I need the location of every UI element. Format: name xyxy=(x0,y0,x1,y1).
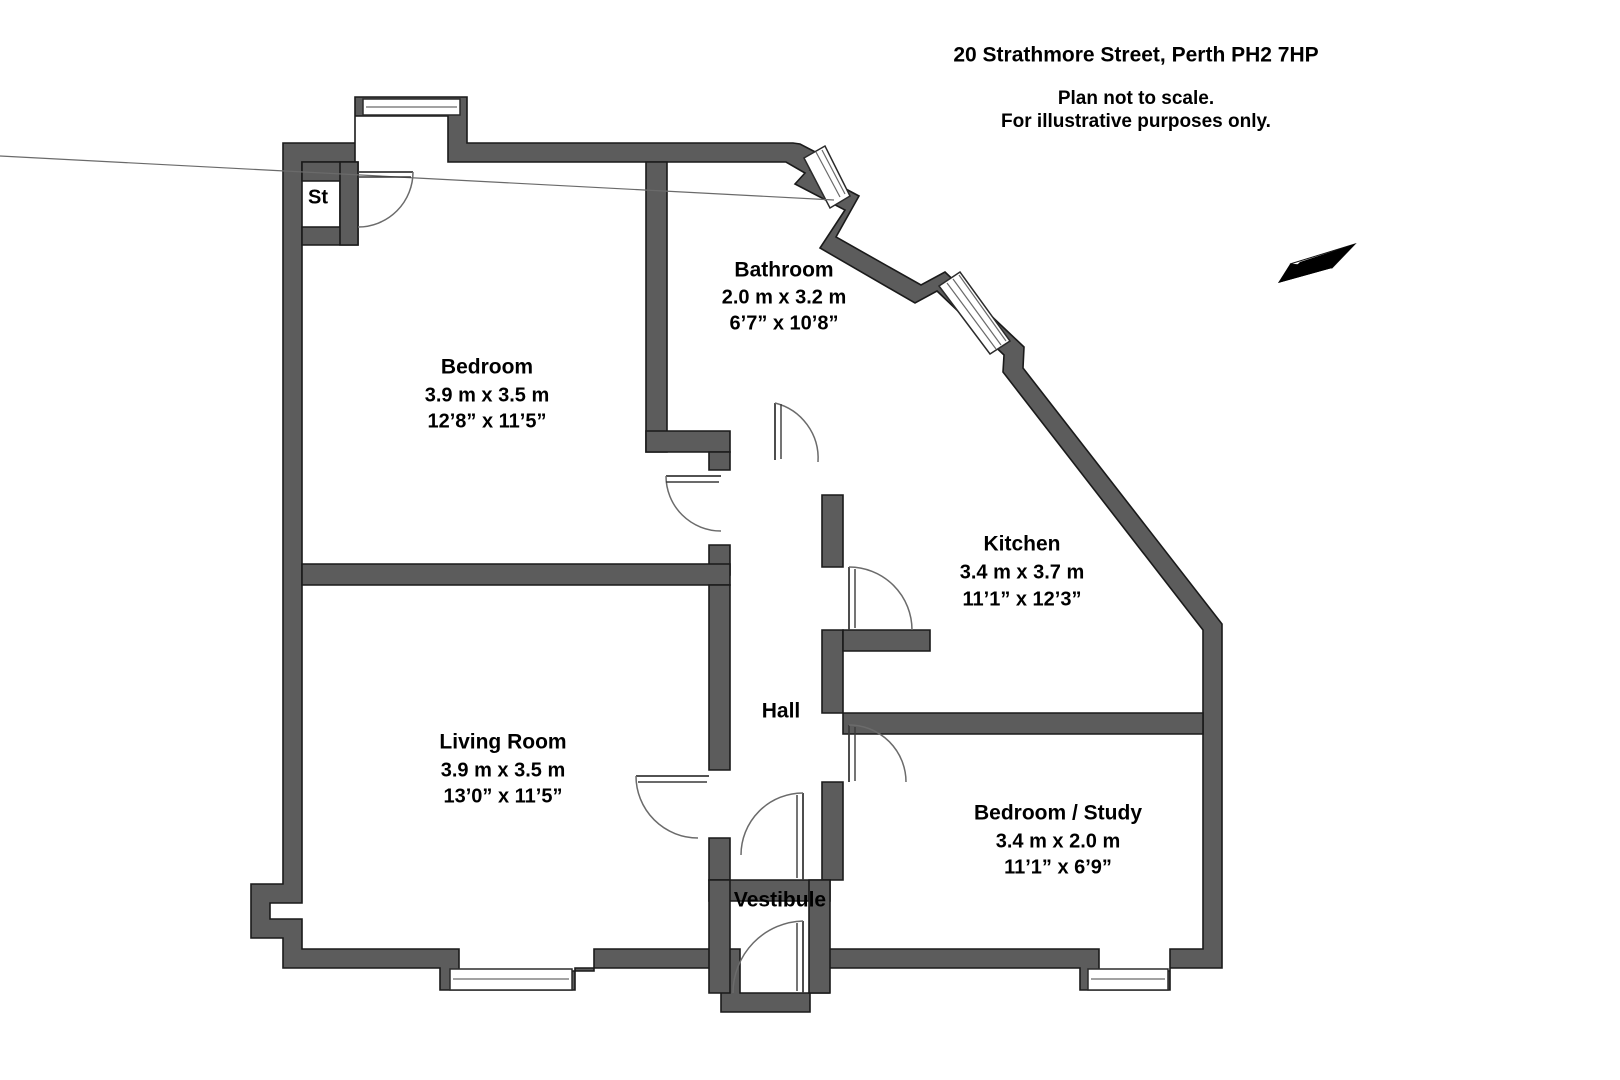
scale-note-line-2: For illustrative purposes only. xyxy=(1001,111,1271,132)
windows xyxy=(0,98,1169,991)
room-label-living-room: Living Room 3.9 m x 3.5 m 13’0” x 11’5” xyxy=(439,731,566,808)
north-arrow-icon xyxy=(1278,242,1357,283)
bathroom-imperial: 6’7” x 10’8” xyxy=(730,312,839,334)
door-bedroom xyxy=(665,475,722,532)
hall-name: Hall xyxy=(762,700,801,723)
door-bathroom xyxy=(774,402,819,463)
window-bathroom-angled xyxy=(0,144,851,210)
door-vestibule-inner xyxy=(740,792,804,880)
room-label-bedroom: Bedroom 3.9 m x 3.5 m 12’8” x 11’5” xyxy=(425,356,550,433)
title-block: 20 Strathmore Street, Perth PH2 7HP Plan… xyxy=(953,44,1318,132)
window-living-room-south xyxy=(449,968,573,991)
kitchen-metric: 3.4 m x 3.7 m xyxy=(960,561,1085,583)
bedroom-study-metric: 3.4 m x 2.0 m xyxy=(996,830,1121,852)
room-label-bedroom-study: Bedroom / Study 3.4 m x 2.0 m 11’1” x 6’… xyxy=(974,802,1142,879)
store-name: St xyxy=(308,186,328,208)
bedroom-imperial: 12’8” x 11’5” xyxy=(428,410,547,432)
window-bedroom-north xyxy=(362,98,461,116)
room-label-kitchen: Kitchen 3.4 m x 3.7 m 11’1” x 12’3” xyxy=(960,533,1085,611)
living-room-imperial: 13’0” x 11’5” xyxy=(444,785,563,807)
kitchen-name: Kitchen xyxy=(983,533,1060,556)
bathroom-metric: 2.0 m x 3.2 m xyxy=(722,286,847,308)
room-label-bathroom: Bathroom 2.0 m x 3.2 m 6’7” x 10’8” xyxy=(722,259,847,335)
vestibule-name: Vestibule xyxy=(734,889,826,912)
window-kitchen-angled xyxy=(937,270,1012,356)
door-kitchen xyxy=(848,566,913,631)
bedroom-study-imperial: 11’1” x 6’9” xyxy=(1004,856,1112,878)
bedroom-name: Bedroom xyxy=(441,356,533,379)
living-room-name: Living Room xyxy=(439,731,566,754)
door-living-room xyxy=(635,775,709,839)
door-store xyxy=(357,171,414,228)
doors xyxy=(357,171,913,994)
bedroom-study-name: Bedroom / Study xyxy=(974,802,1142,825)
bedroom-metric: 3.9 m x 3.5 m xyxy=(425,384,550,406)
living-room-metric: 3.9 m x 3.5 m xyxy=(441,759,566,781)
room-label-hall: Hall xyxy=(762,700,801,723)
room-label-store: St xyxy=(308,186,328,208)
kitchen-imperial: 11’1” x 12’3” xyxy=(963,588,1082,610)
room-label-vestibule: Vestibule xyxy=(734,889,826,912)
room-labels: St Bedroom 3.9 m x 3.5 m 12’8” x 11’5” B… xyxy=(308,186,1142,911)
scale-note-line-1: Plan not to scale. xyxy=(1058,88,1214,109)
door-entrance xyxy=(732,920,804,994)
property-address: 20 Strathmore Street, Perth PH2 7HP xyxy=(953,44,1318,67)
door-bedroom-study xyxy=(848,724,907,783)
window-bedroom-study-south xyxy=(1087,968,1169,991)
bathroom-name: Bathroom xyxy=(734,259,833,282)
